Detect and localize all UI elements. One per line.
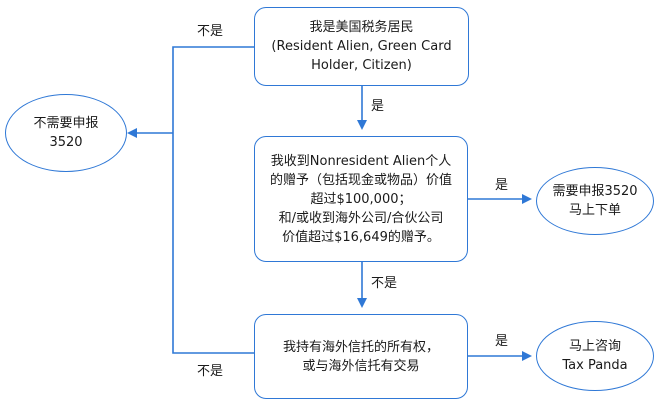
- node-line: 我是美国税务居民: [309, 20, 414, 35]
- node-line: Tax Panda: [562, 358, 628, 373]
- node-line: 超过$100,000；: [310, 191, 412, 207]
- node-need-3520-order[interactable]: 需要申报3520 马上下单: [536, 167, 654, 235]
- node-line: 3520: [49, 135, 83, 150]
- node-line: 和/或收到海外公司/合伙公司: [278, 210, 444, 226]
- label-resident-to-gift: 是: [371, 99, 385, 114]
- node-line: 或与海外信托有交易: [302, 358, 420, 374]
- node-line: 的赠予（包括现金或物品）价值: [269, 172, 452, 188]
- node-line: 我持有海外信托的所有权，: [282, 339, 439, 355]
- label-gift-to-trust: 不是: [371, 276, 398, 291]
- node-line: 不需要申报: [33, 116, 99, 131]
- node-line: 需要申报3520: [552, 184, 638, 199]
- node-line: (Resident Alien, Green Card: [271, 39, 452, 54]
- node-line: Holder, Citizen): [311, 58, 412, 73]
- label-trust-to-consult: 是: [495, 334, 509, 349]
- node-no-3520: 不需要申报 3520: [5, 94, 127, 172]
- edge-resident-to-no: [172, 46, 254, 354]
- node-foreign-trust: 我持有海外信托的所有权， 或与海外信托有交易: [254, 314, 468, 399]
- node-us-tax-resident: 我是美国税务居民 (Resident Alien, Green Card Hol…: [254, 7, 469, 86]
- label-gift-to-need: 是: [495, 178, 509, 193]
- node-consult-tax-panda[interactable]: 马上咨询 Tax Panda: [536, 321, 654, 391]
- label-trust-to-no: 不是: [197, 364, 224, 379]
- label-resident-to-no: 不是: [197, 24, 224, 39]
- node-line: 马上咨询: [568, 339, 621, 354]
- node-line: 我收到Nonresident Alien个人: [270, 153, 452, 169]
- node-gift-received: 我收到Nonresident Alien个人 的赠予（包括现金或物品）价值 超过…: [254, 136, 468, 262]
- node-line: 价值超过$16,649的赠予。: [282, 229, 440, 245]
- node-line: 马上下单: [568, 203, 621, 218]
